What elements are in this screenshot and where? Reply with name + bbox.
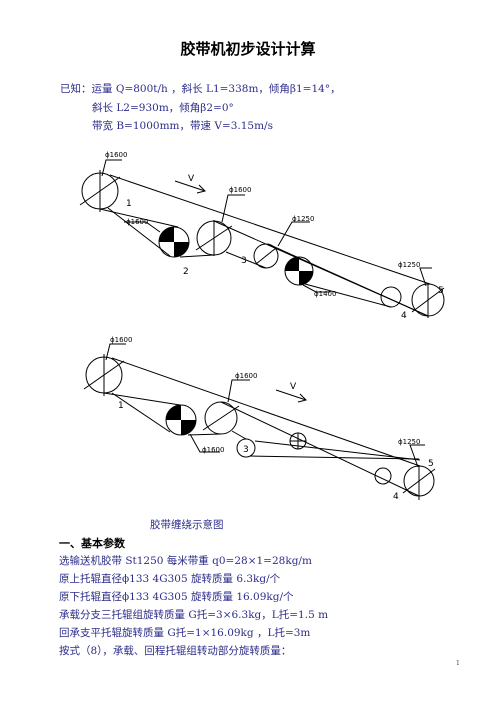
diameter-label: ϕ1600 [229,186,251,194]
page-number: 1 [456,660,460,667]
pulley-number: 5 [438,286,444,296]
pulley-number: 2 [183,267,189,277]
pulley-number: 5 [428,459,434,469]
section-heading: 一、基本参数 [59,537,125,550]
pulley-number: 3 [241,256,247,266]
param-line: 承载分支三托辊组旋转质量 G托=3×6.3kg，L托=1.5 m [59,609,329,621]
pulley-4 [374,467,392,485]
diameter-label: ϕ1250 [398,438,420,446]
param-line: 按式（8），承载、回程托辊组转动部分旋转质量： [59,645,292,657]
belt-diagram-2: ϕ1600 ϕ1600 ϕ1600 ϕ1250 V 1 3 4 5 [83,336,436,502]
diameter-label: ϕ1600 [126,218,148,226]
given-line-3: 带宽 B=1000mm，带速 V=3.15m/s [92,120,273,132]
given-line-1: 已知：运量 Q=800t/h ，斜长 L1=338m，倾角β1=14°， [60,83,341,95]
diagram-caption: 胶带缠绕示意图 [150,519,224,531]
velocity-label: V [290,382,297,392]
diameter-label: ϕ1250 [398,261,420,269]
param-line: 选输送机胶带 St1250 每米带重 q0=28×1=28kg/m [59,555,312,567]
param-line: 原下托辊直径ϕ133 4G305 旋转质量 16.09kg/个 [59,591,294,603]
param-line: 回承支平托辊旋转质量 G托=1×16.09kg ，L托=3m [59,627,311,639]
pulley-number: 1 [118,401,124,411]
page-title: 胶带机初步设计计算 [180,40,316,58]
given-line-2: 斜长 L2=930m，倾角β2=0° [92,102,234,114]
velocity-label: V [188,174,195,184]
diameter-label: ϕ1600 [202,446,224,454]
diameter-label: ϕ1250 [292,215,314,223]
diameter-label: ϕ1400 [314,290,336,298]
belt-diagram-1: ϕ1600 ϕ1600 ϕ1600 ϕ1250 ϕ1400 ϕ1250 V 1 … [79,151,445,321]
pulley-number: 4 [393,492,399,502]
diameter-label: ϕ1600 [105,151,127,159]
pulley-number: 1 [126,199,132,209]
diameter-label: ϕ1600 [110,336,132,344]
pulley-number: 3 [243,445,249,455]
diameter-label: ϕ1600 [235,372,257,380]
param-line: 原上托辊直径ϕ133 4G305 旋转质量 6.3kg/个 [59,573,281,585]
pulley-number: 4 [401,311,407,321]
